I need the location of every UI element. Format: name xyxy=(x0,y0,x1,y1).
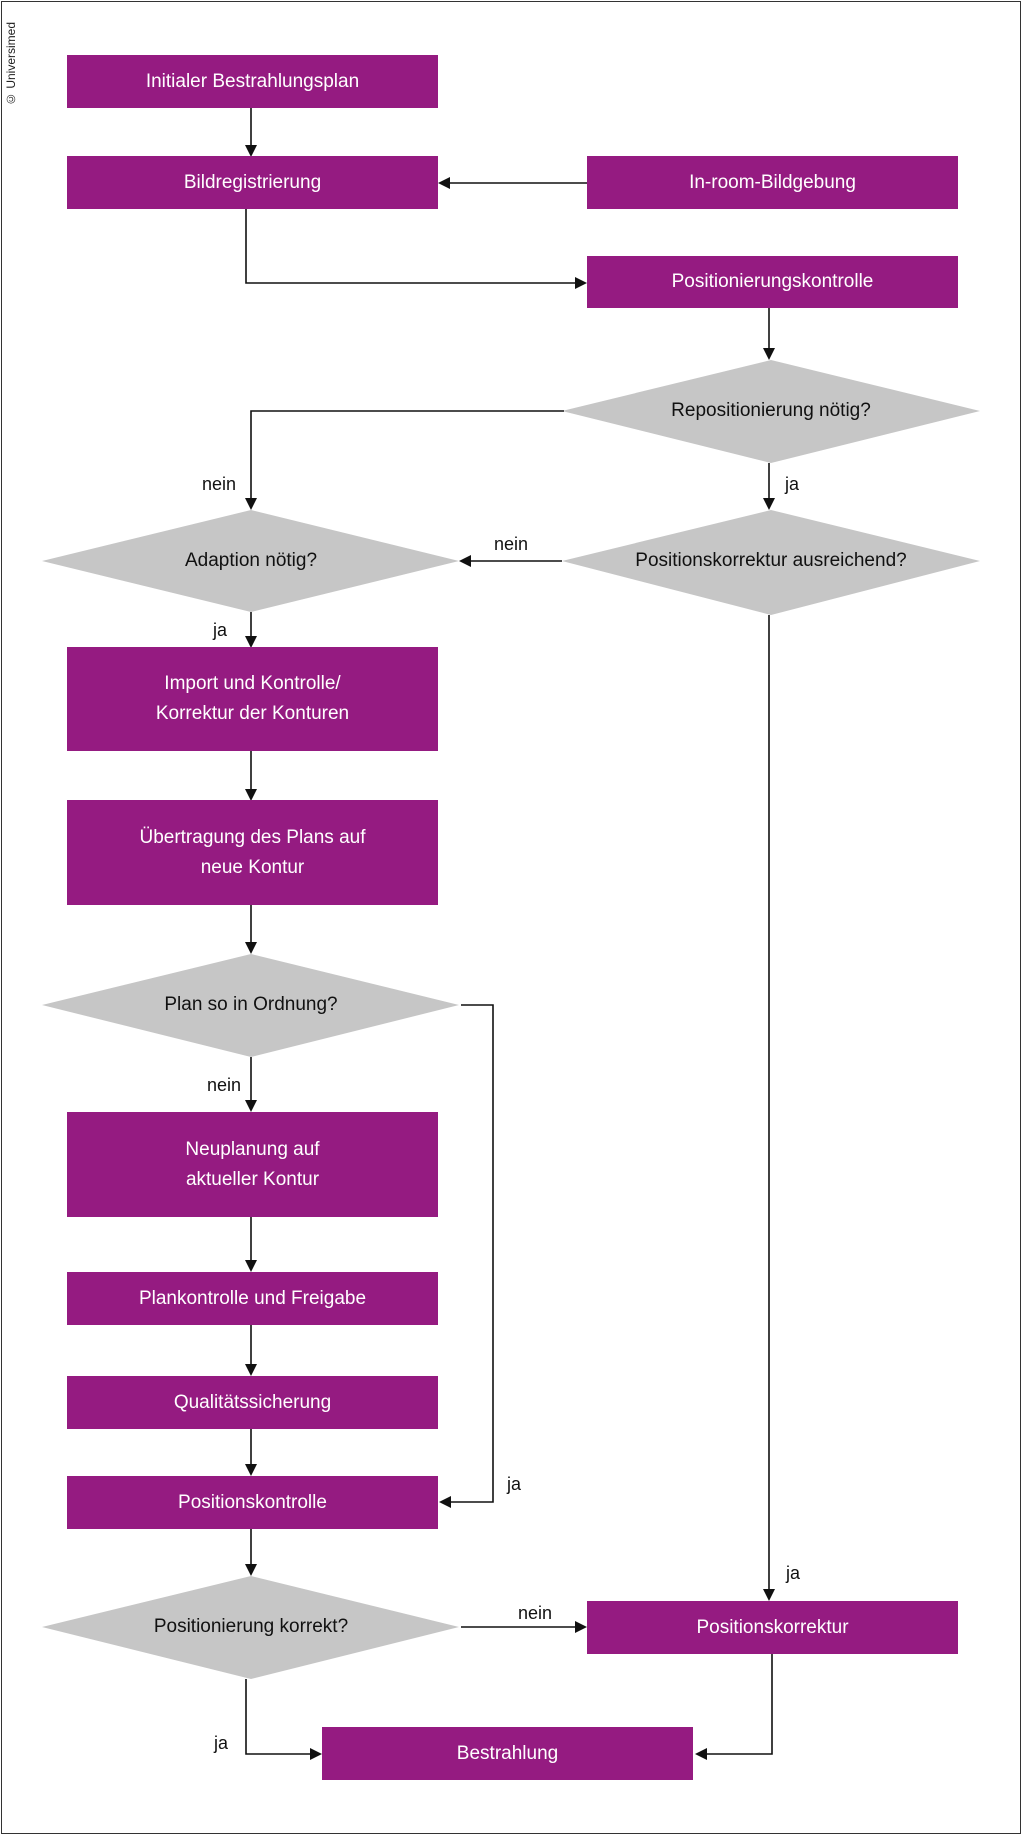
arrow-positioning-yes xyxy=(245,1679,322,1760)
box-image-registration: Bildregistrierung xyxy=(67,156,438,209)
edge-label-repositioning-no: nein xyxy=(202,474,237,494)
edge-label-adaption-yes: ja xyxy=(213,620,228,640)
edge-label-correction-yes: ja xyxy=(786,1563,801,1583)
edge-label-plan-ok-yes: ja xyxy=(507,1474,522,1494)
box-plan-approval: Plankontrolle und Freigabe xyxy=(67,1272,438,1325)
decision-correction-label: Positionskorrektur ausreichend? xyxy=(635,550,907,571)
arrow-correction-to-irradiation xyxy=(695,1654,773,1760)
arrow-plan-ok-yes xyxy=(439,1004,494,1508)
box-in-room-imaging: In-room-Bildgebung xyxy=(587,156,958,209)
edge-label-repositioning-yes: ja xyxy=(785,474,800,494)
box-import-contours: Import und Kontrolle/ Korrektur der Kont… xyxy=(67,647,438,751)
decision-plan-ok-label: Plan so in Ordnung? xyxy=(164,994,338,1015)
box-position-control: Positionskontrolle xyxy=(67,1476,438,1529)
edge-label-positioning-no: nein xyxy=(518,1603,553,1623)
decision-adaption-label: Adaption nötig? xyxy=(184,550,318,571)
decision-positioning-label: Positionierung korrekt? xyxy=(153,1616,349,1637)
box-irradiation: Bestrahlung xyxy=(322,1727,693,1780)
arrow-registration-to-positioning-control xyxy=(245,209,587,289)
box-plan-transfer: Übertragung des Plans auf neue Kontur xyxy=(67,800,438,905)
box-positioning-control: Positionierungskontrolle xyxy=(587,256,958,308)
box-position-correction: Positionskorrektur xyxy=(587,1601,958,1654)
box-replanning: Neuplanung auf aktueller Kontur xyxy=(67,1112,438,1217)
decision-repositioning-label: Repositionierung nötig? xyxy=(671,400,871,421)
decision-plan-ok-diamond xyxy=(42,954,459,1057)
box-initial-plan: Initialer Bestrahlungsplan xyxy=(67,55,438,108)
decision-repositioning-diamond xyxy=(562,360,980,463)
decision-adaption-diamond xyxy=(42,510,459,612)
box-quality-assurance: Qualitätssicherung xyxy=(67,1376,438,1429)
decision-correction-diamond xyxy=(562,510,980,615)
arrow-repositioning-no xyxy=(245,410,564,510)
decision-positioning-diamond xyxy=(42,1576,459,1679)
edge-label-correction-no: nein xyxy=(494,534,529,554)
edge-label-positioning-yes: ja xyxy=(214,1733,229,1753)
edge-label-plan-ok-no: nein xyxy=(207,1075,242,1095)
